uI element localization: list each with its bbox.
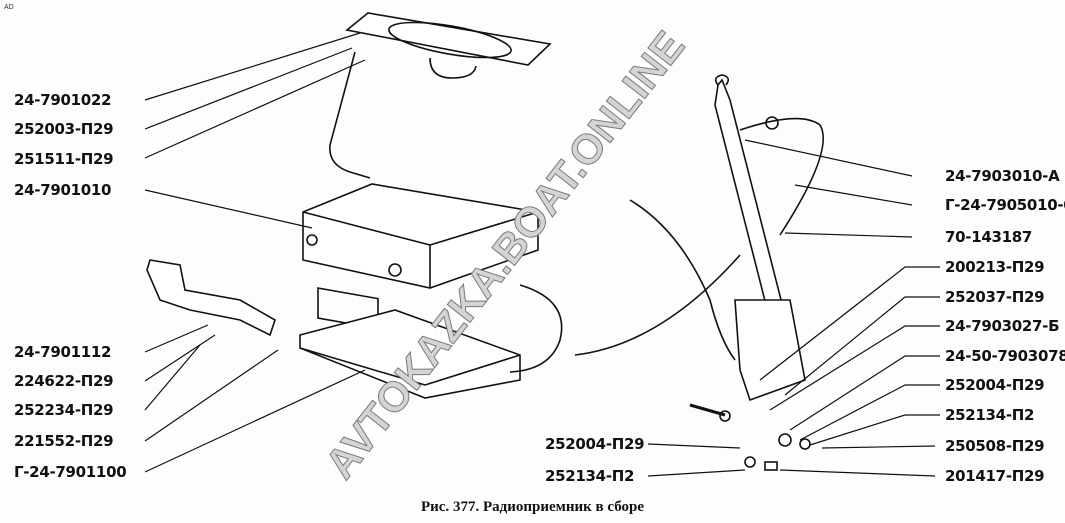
- part-label: 24-7903010-А: [945, 167, 1060, 185]
- part-label: 70-143187: [945, 228, 1033, 246]
- figure-caption: Рис. 377. Радиоприемник в сборе: [420, 499, 645, 515]
- fasteners: [689, 403, 811, 471]
- power-wires: [629, 199, 736, 361]
- part-label: 24-7901010: [14, 181, 112, 199]
- radio-receiver: [302, 183, 539, 330]
- part-label: 250508-П29: [945, 437, 1045, 455]
- leader-lines: [144, 32, 940, 477]
- part-label: Г-24-7905010-01: [945, 196, 1065, 214]
- corner-mark: AD: [4, 4, 14, 11]
- part-label: 252134-П2: [945, 406, 1035, 424]
- part-label: 252003-П29: [14, 120, 114, 138]
- part-label: 251511-П29: [14, 150, 114, 168]
- part-label: 252234-П29: [14, 401, 114, 419]
- part-label: 252004-П29: [545, 435, 645, 453]
- mounting-bracket: [146, 259, 276, 337]
- part-label: 224622-П29: [14, 372, 114, 390]
- antenna: [714, 74, 824, 402]
- part-label: 200213-П29: [945, 258, 1045, 276]
- part-label: Г-24-7901100: [14, 463, 127, 481]
- part-label: 24-50-7903078: [945, 347, 1065, 365]
- antenna-cable: [509, 284, 563, 373]
- part-label: 252037-П29: [945, 288, 1045, 306]
- part-label: 24-7901022: [14, 91, 112, 109]
- part-label: 24-7901112: [14, 343, 112, 361]
- part-label: 252004-П29: [945, 376, 1045, 394]
- part-label: 24-7903027-Б: [945, 317, 1060, 335]
- speaker: [345, 12, 552, 79]
- part-label: 221552-П29: [14, 432, 114, 450]
- antenna-lead: [574, 254, 741, 356]
- button-panel: [299, 309, 521, 399]
- part-label: 252134-П2: [545, 467, 635, 485]
- part-label: 201417-П29: [945, 467, 1045, 485]
- speaker-cable: [329, 51, 371, 179]
